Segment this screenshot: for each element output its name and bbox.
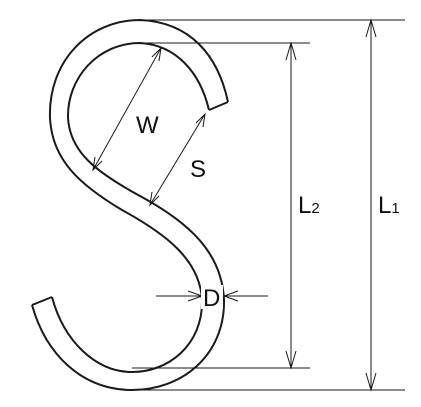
l2-top-arrowhead xyxy=(285,41,297,61)
l1-label: L1 xyxy=(378,192,400,219)
l2-dimension: L2 xyxy=(285,41,326,370)
w-dimension: W xyxy=(92,46,162,172)
w-label-background xyxy=(134,110,160,136)
s-dimension-line xyxy=(149,113,206,206)
hook-bottom-tip xyxy=(31,296,53,306)
s-hook-drawing xyxy=(31,19,229,392)
l1-label-main: L xyxy=(378,192,391,219)
hook-inner-contour xyxy=(31,42,226,392)
l1-label-background xyxy=(376,190,404,220)
s-bottom-arrowhead xyxy=(149,191,160,207)
l2-label: L2 xyxy=(298,192,320,219)
d-label-background xyxy=(201,285,223,309)
d-dimension: D xyxy=(156,285,268,312)
hook-top-tip xyxy=(208,101,229,111)
l2-bottom-arrowhead xyxy=(285,350,297,370)
w-bottom-arrowhead xyxy=(92,156,103,172)
l2-label-main: L xyxy=(298,192,311,219)
w-top-arrowhead xyxy=(151,46,162,62)
s-top-arrowhead xyxy=(195,112,206,128)
l2-label-background xyxy=(296,190,326,220)
d-label: D xyxy=(203,285,220,312)
l1-dimension: L1 xyxy=(365,18,404,392)
hook-outer-contour xyxy=(48,19,229,374)
l2-label-subscript: 2 xyxy=(311,200,319,217)
s-label: S xyxy=(190,156,206,183)
l1-bottom-arrowhead xyxy=(365,372,377,392)
d-right-arrowhead xyxy=(222,290,239,302)
extension-lines xyxy=(132,19,405,391)
w-label: W xyxy=(136,112,159,139)
s-dimension: S xyxy=(149,112,206,207)
w-dimension-line xyxy=(92,47,162,171)
l1-top-arrowhead xyxy=(365,18,377,38)
l1-label-subscript: 1 xyxy=(391,200,399,217)
